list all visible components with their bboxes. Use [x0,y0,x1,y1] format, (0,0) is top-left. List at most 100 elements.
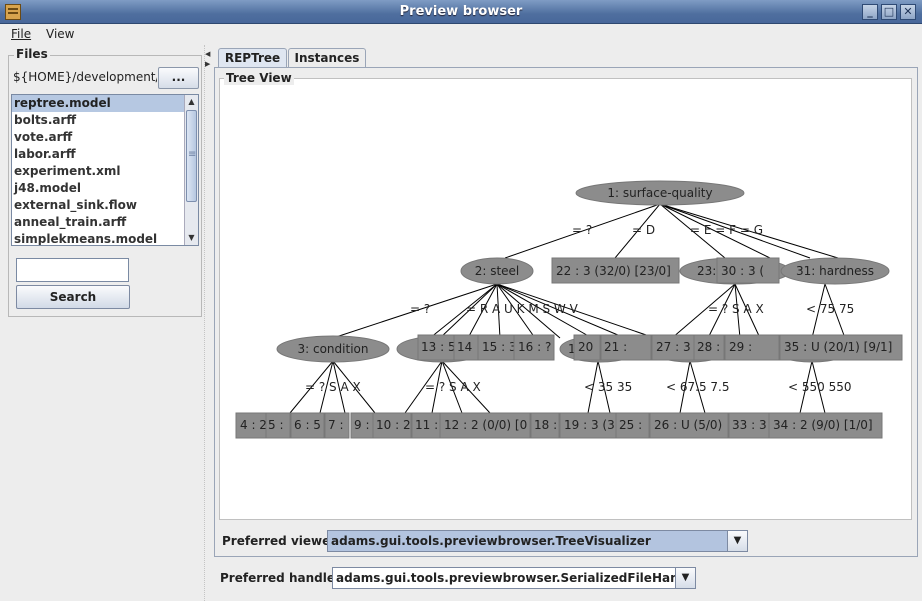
files-group-border [8,55,202,317]
tree-leaf[interactable] [439,412,531,439]
preferred-handler-value: adams.gui.tools.previewbrowser.Serialize… [336,571,696,585]
tree-leaf[interactable] [372,412,412,439]
files-panel: Files ${HOME}/development/p ... reptree.… [8,47,202,317]
tree-leaf-label: 7 : [328,418,344,432]
list-item[interactable]: j48.model [14,181,81,195]
tree-leaf[interactable] [417,334,455,361]
tree-leaf-label: 9 : [354,418,370,432]
tree-node-label: 3: condition [298,342,369,356]
chevron-down-icon[interactable]: ▼ [727,531,747,551]
tree-leaf[interactable] [768,412,883,439]
browse-button[interactable]: ... [158,67,199,89]
edge-label: = E = F = G [690,223,763,237]
list-item[interactable]: external_sink.flow [14,198,137,212]
edge-label: = ? S A X [305,380,361,394]
scroll-down-icon[interactable]: ▼ [188,233,195,242]
list-item[interactable]: labor.arff [14,147,76,161]
list-item[interactable]: experiment.xml [14,164,121,178]
tree-leaf-label: 19 : 3 (3 [564,418,615,432]
tree-leaf[interactable] [724,334,780,361]
search-input[interactable] [16,258,129,282]
menu-view[interactable]: View [46,27,75,41]
close-button[interactable]: ✕ [900,4,916,20]
edge-label: = ? [572,223,592,237]
tree-node[interactable] [575,180,745,206]
scroll-up-icon[interactable]: ▲ [188,97,195,106]
tree-leaf-label: 12 : 2 (0/0) [0 [444,418,527,432]
title-bar: Preview browser _ □ ✕ [0,0,922,24]
tree-leaf-label: 13 : 5 [421,340,456,354]
tree-leaf-label: 15 : 3 [482,340,517,354]
app-icon[interactable] [5,4,21,20]
tree-leaf-label: 27 : 3 [656,340,691,354]
tree-leaf[interactable] [411,412,441,439]
file-list-scrollbar[interactable]: ▲ ▼ [184,95,198,245]
tree-leaf-label: 30 : 3 ( [721,264,764,278]
file-list[interactable]: reptree.model bolts.arff vote.arff labor… [11,94,199,246]
tree-leaf-label: 11 : [415,418,438,432]
tree-node-label: 31: hardness [796,264,874,278]
tree-node[interactable] [276,335,390,363]
window-title: Preview browser [399,4,523,19]
list-item[interactable]: bolts.arff [14,113,77,127]
tree-leaf[interactable] [649,412,729,439]
edge-label: < 67.5 7.5 [666,380,730,394]
list-item[interactable]: reptree.model [12,95,198,112]
preferred-viewer-select[interactable]: adams.gui.tools.previewbrowser.TreeVisua… [327,530,748,552]
tree-leaf[interactable] [716,257,780,284]
tree-leaf[interactable] [551,257,680,284]
minimize-button[interactable]: _ [862,4,878,20]
preferred-viewer-label: Preferred viewer [222,534,337,548]
tree-leaf[interactable] [779,334,903,361]
search-button[interactable]: Search [16,285,130,309]
tree-leaf-label: 16 : ? [518,340,551,354]
tree-leaf[interactable] [324,412,350,439]
edge-label: = ? [410,302,430,316]
tree-leaf[interactable] [513,334,555,361]
collapse-left-icon[interactable]: ◀ [205,50,211,58]
edge-label: = ? S A X [425,380,481,394]
menu-file[interactable]: File [11,27,32,41]
tab-instances[interactable]: Instances [288,48,366,68]
preferred-handler-label: Preferred handler [220,571,341,585]
tree-leaf[interactable] [728,412,770,439]
tree-leaf[interactable] [573,334,601,361]
tab-reptree[interactable]: REPTree [218,48,287,68]
tree-view-area[interactable] [219,78,912,520]
tree-node[interactable] [780,257,890,285]
tree-leaf[interactable] [615,412,650,439]
list-item[interactable]: vote.arff [14,130,73,144]
path-field[interactable]: ${HOME}/development/p [11,68,157,88]
tree-leaf-label: 26 : U (5/0) [654,418,722,432]
edge-label: < 75 75 [806,302,854,316]
expand-right-icon[interactable]: ▶ [205,60,211,68]
tree-leaf[interactable] [290,412,325,439]
tree-leaf-label: 18 : [534,418,557,432]
tree-leaf[interactable] [600,334,652,361]
preferred-handler-select[interactable]: adams.gui.tools.previewbrowser.Serialize… [332,567,696,589]
list-item[interactable]: anneal_train.arff [14,215,127,229]
preferred-viewer-value: adams.gui.tools.previewbrowser.TreeVisua… [331,534,651,548]
tree-node[interactable] [460,257,534,285]
list-item[interactable]: simplekmeans.model [14,232,158,246]
tree-leaf-label: 28 : [697,340,720,354]
edge-label: < 35 35 [584,380,632,394]
tree-leaf[interactable] [235,412,267,439]
tree-leaf[interactable] [530,412,560,439]
tree-leaf-label: 33 : 3 [732,418,767,432]
split-pane-divider[interactable] [204,45,212,601]
edge-label: = R A U K M S W V [466,302,579,316]
tree-leaf-label: 25 : [619,418,642,432]
scroll-thumb[interactable] [186,110,197,202]
chevron-down-icon[interactable]: ▼ [675,568,695,588]
maximize-button[interactable]: □ [881,4,897,20]
tree-view-label: Tree View [224,71,294,85]
tree-leaf-label: 35 : U (20/1) [9/1] [784,340,892,354]
tree-leaf[interactable] [693,334,725,361]
tree-leaf[interactable] [559,412,617,439]
tree-leaf[interactable] [265,412,291,439]
tree-leaf-label: 20 [578,340,593,354]
tree-leaf-label: 22 : 3 (32/0) [23/0] [556,264,671,278]
tree-leaf-label: 29 : [729,340,752,354]
